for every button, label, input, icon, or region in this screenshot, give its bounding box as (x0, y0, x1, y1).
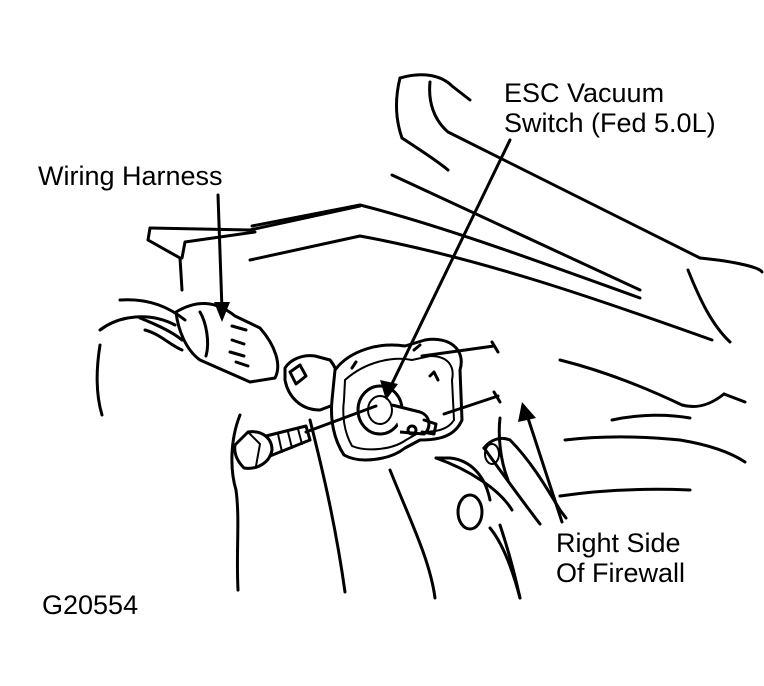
esc-vacuum-switch (233, 337, 568, 526)
wiring-harness-connector (95, 298, 341, 417)
firewall-arrowhead (518, 402, 536, 422)
esc-switch-label-line1: ESC Vacuum (504, 78, 665, 108)
esc-switch-arrowhead (380, 380, 398, 400)
leader-arrows (214, 138, 564, 524)
firewall-label-line2: Of Firewall (556, 558, 686, 588)
wiring-harness-arrowhead (214, 302, 230, 322)
firewall-panel (146, 73, 764, 600)
esc-switch-label-line2: Switch (Fed 5.0L) (504, 108, 716, 138)
firewall-label-line1: Right Side (556, 528, 681, 558)
figure-id: G20554 (42, 590, 139, 620)
wiring-harness-label: Wiring Harness (38, 161, 223, 191)
